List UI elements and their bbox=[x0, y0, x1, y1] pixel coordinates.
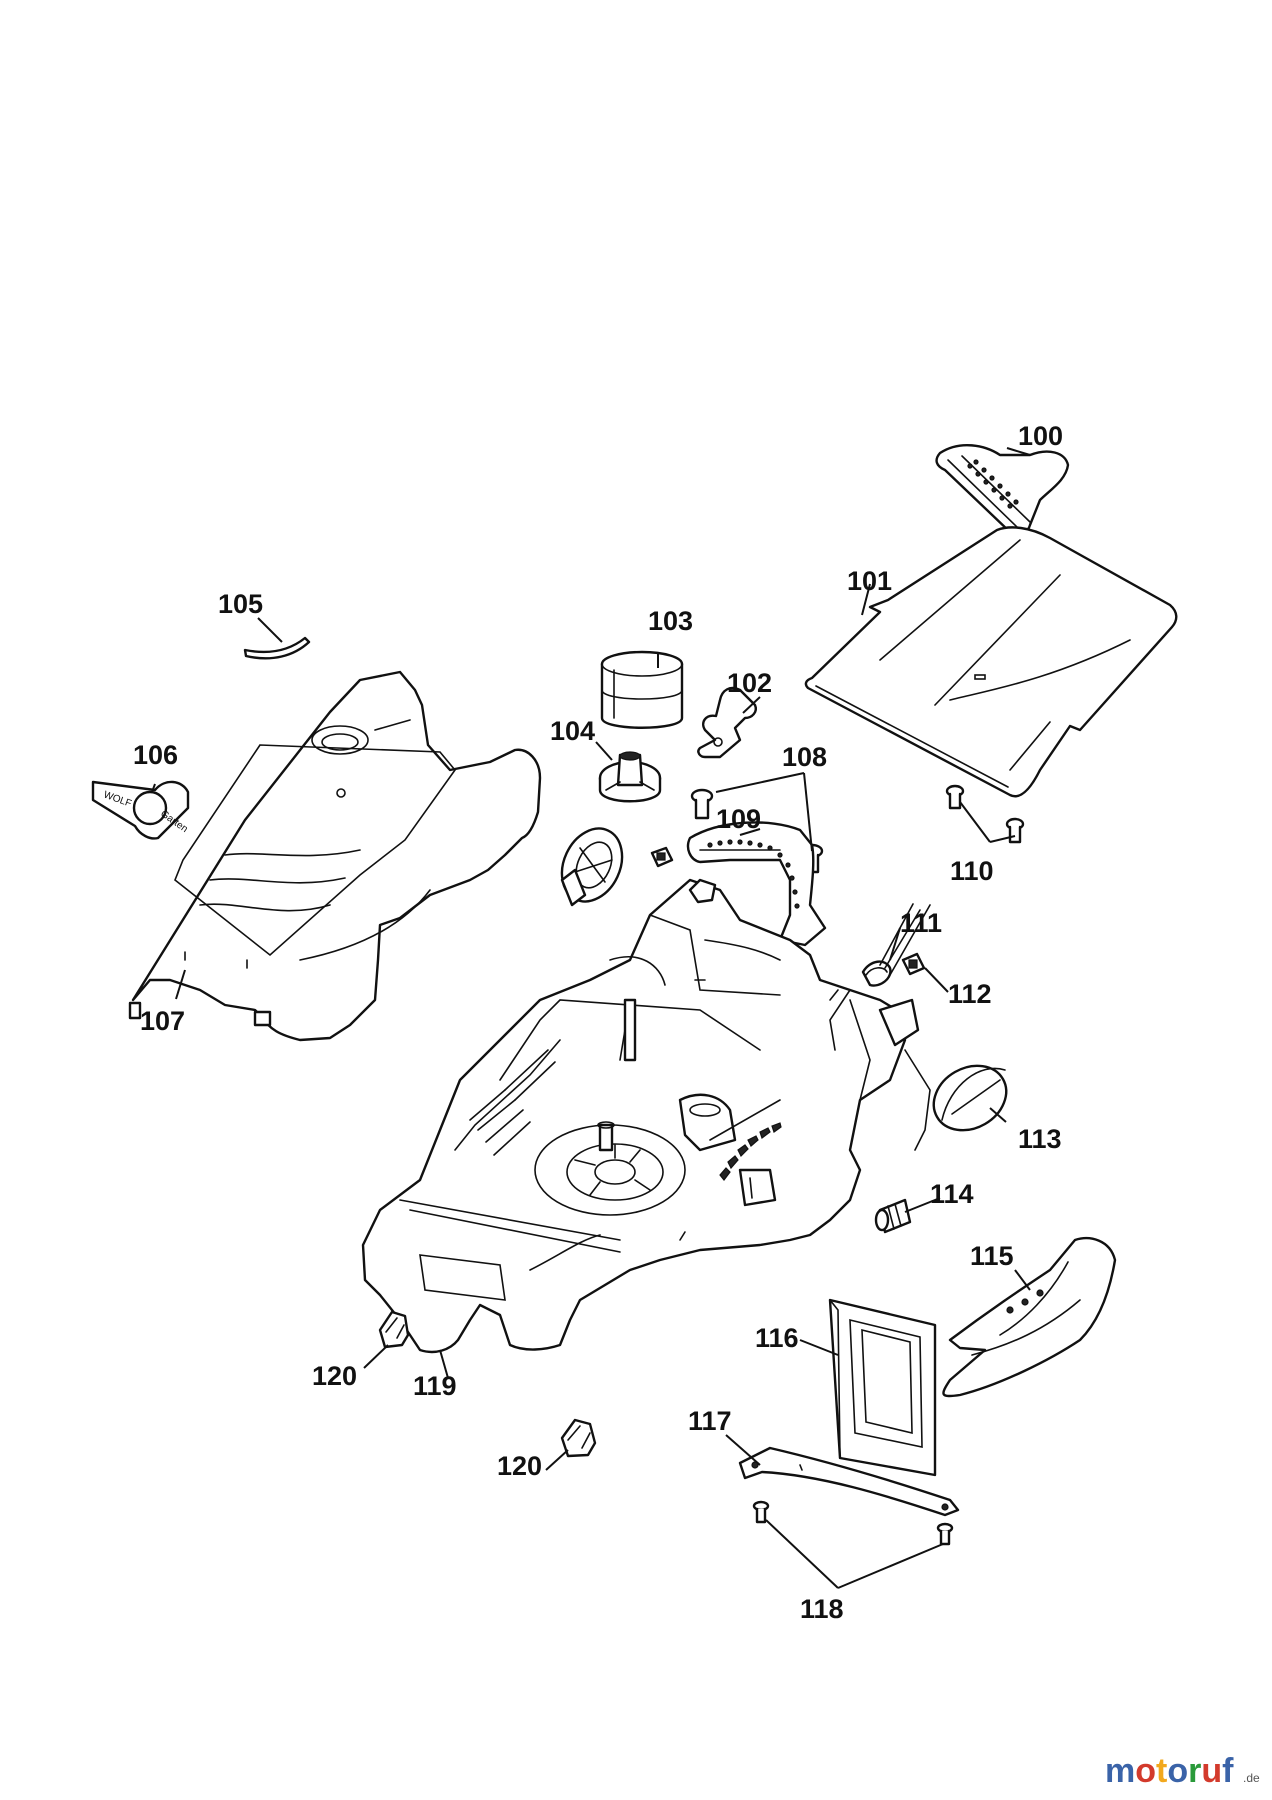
leader-lines bbox=[151, 447, 1031, 1589]
label-107: 107 bbox=[140, 1006, 185, 1036]
part-120a-clip bbox=[378, 1310, 410, 1349]
label-101: 101 bbox=[847, 566, 892, 596]
label-106: 106 bbox=[133, 740, 178, 770]
label-120b: 120 bbox=[497, 1451, 542, 1481]
watermark-suffix: .de bbox=[1243, 1771, 1260, 1785]
part-107-top-cover bbox=[128, 670, 542, 1042]
label-115: 115 bbox=[970, 1241, 1014, 1271]
wm-o1: o bbox=[1135, 1752, 1156, 1790]
part-114-roller bbox=[874, 1198, 912, 1234]
part-103-cap bbox=[600, 650, 684, 729]
label-117: 117 bbox=[688, 1406, 732, 1436]
part-112-nut bbox=[901, 952, 926, 976]
part-117-strip bbox=[738, 1446, 960, 1517]
label-105: 105 bbox=[218, 589, 263, 619]
part-119-deck bbox=[361, 878, 931, 1354]
wm-m: m bbox=[1105, 1752, 1135, 1790]
label-108: 108 bbox=[782, 742, 827, 772]
label-118: 118 bbox=[800, 1594, 844, 1624]
part-112b-nut bbox=[650, 846, 674, 868]
part-113-cap bbox=[932, 1064, 1008, 1132]
part-100-grip bbox=[935, 443, 1070, 535]
part-116-plate bbox=[828, 1298, 937, 1477]
wm-o2: o bbox=[1167, 1752, 1188, 1790]
part-labels: 100 101 102 103 104 105 106 107 108 109 … bbox=[133, 421, 1063, 1624]
label-112: 112 bbox=[948, 979, 992, 1009]
label-110: 110 bbox=[950, 856, 994, 886]
label-113: 113 bbox=[1018, 1124, 1062, 1154]
part-118-screws bbox=[752, 1500, 954, 1546]
label-114: 114 bbox=[930, 1179, 974, 1209]
part-106-badge: WOLF Garten bbox=[91, 780, 190, 840]
label-111: 111 bbox=[900, 908, 942, 938]
label-100: 100 bbox=[1018, 421, 1063, 451]
watermark-text: motoruf bbox=[1105, 1752, 1234, 1790]
part-109-bracket bbox=[686, 821, 827, 947]
wm-t: t bbox=[1156, 1752, 1167, 1790]
part-101-lid bbox=[804, 526, 1178, 798]
label-102: 102 bbox=[727, 668, 772, 698]
wm-u: u bbox=[1201, 1752, 1222, 1790]
label-103: 103 bbox=[648, 606, 693, 636]
label-104: 104 bbox=[550, 716, 595, 746]
label-116: 116 bbox=[755, 1323, 799, 1353]
label-109: 109 bbox=[716, 804, 761, 834]
part-110-screws bbox=[945, 784, 1025, 844]
part-wheel-disc bbox=[560, 827, 624, 907]
part-120b-clip bbox=[560, 1418, 597, 1458]
label-119: 119 bbox=[413, 1371, 457, 1401]
part-115-side-flap bbox=[942, 1237, 1117, 1398]
watermark-logo: motoruf .de bbox=[1105, 1752, 1260, 1790]
wm-r: r bbox=[1188, 1752, 1201, 1790]
part-105-cord bbox=[243, 636, 311, 660]
label-120a: 120 bbox=[312, 1361, 357, 1391]
part-104-knob-mount bbox=[598, 751, 662, 803]
part-102-latch bbox=[697, 686, 757, 759]
wm-f: f bbox=[1222, 1752, 1234, 1790]
